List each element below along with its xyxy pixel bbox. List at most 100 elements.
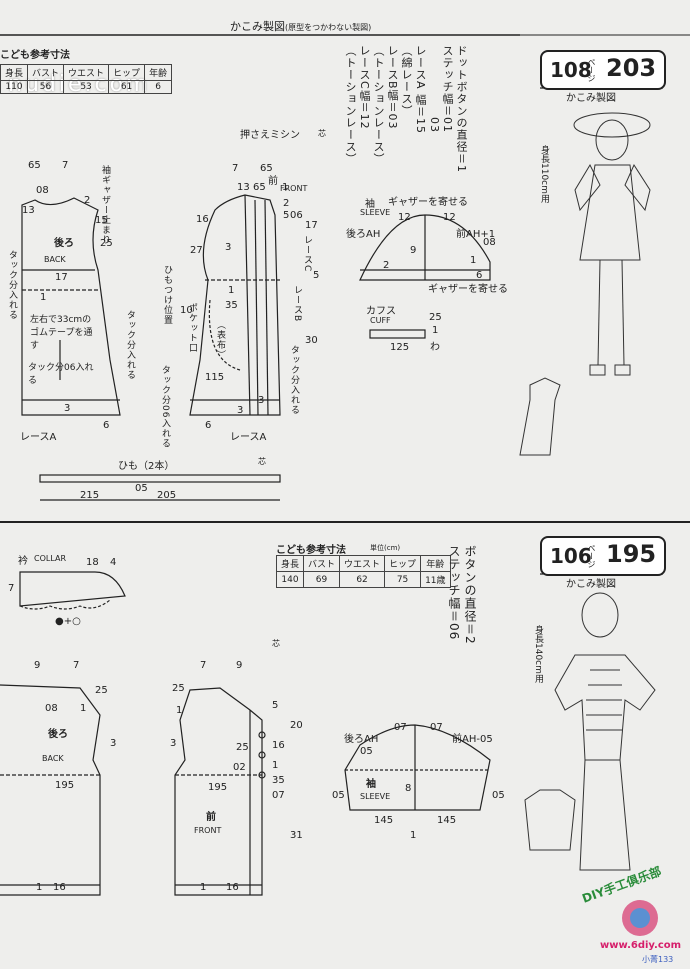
bottom-fold: 芯	[272, 639, 280, 648]
size-cell: 69	[303, 571, 341, 588]
bottom-front-ah: 前AH-05	[452, 734, 493, 745]
top-sleeve	[359, 214, 491, 281]
bottom-sleeve	[344, 724, 491, 811]
dim: 1	[36, 882, 43, 893]
dim: 13	[22, 205, 35, 216]
top-cuff	[369, 329, 426, 339]
size-header: ヒップ	[108, 64, 146, 81]
top-lace-a2: レースA	[230, 432, 267, 443]
dim: 215	[80, 490, 100, 501]
top-fold2: 芯	[258, 457, 266, 466]
dim: 07	[272, 790, 285, 801]
dim: 05	[332, 790, 345, 801]
dim: 2	[383, 260, 390, 271]
top-note-1: ステッチ幅＝01	[441, 45, 454, 133]
top-string-pos: ひもつけ位置	[162, 265, 172, 325]
top-cuff-label: カフス	[366, 306, 396, 317]
diy-logo-graphic	[622, 900, 658, 936]
top-tuck-in4: タック分06入れる	[160, 365, 170, 449]
top-tuck-in: タック分06入れる	[28, 363, 94, 386]
dim: 5	[272, 700, 279, 711]
top-tuck-in3: タック分入れる	[125, 310, 135, 380]
dim: 13	[237, 182, 250, 193]
size-header: 身長	[0, 64, 29, 81]
top-note-5: レースB幅＝03	[386, 45, 399, 130]
top-gather-label: ギャザーを寄せる	[388, 197, 468, 208]
dim: 08	[45, 703, 58, 714]
top-note-7: レースC幅＝12	[358, 45, 371, 130]
badge-page: 108	[550, 58, 592, 82]
top-back-bodice	[21, 197, 121, 416]
size-cell: 75	[384, 571, 422, 588]
size-header: バスト	[303, 555, 341, 572]
top-pocket: ポケット口	[187, 303, 197, 353]
top-fold: 芯	[318, 129, 326, 138]
dim: 20	[290, 720, 303, 731]
top-lace-b: レースB	[292, 285, 302, 323]
dim: 6	[205, 420, 212, 431]
bottom-collar-label: 衿	[18, 556, 28, 567]
bottom-collar	[19, 571, 126, 610]
boy-figure	[524, 592, 656, 871]
top-back-label: 後ろ	[54, 238, 74, 249]
top-lace-a: レースA	[20, 432, 57, 443]
dim: 1	[410, 830, 417, 841]
top-back-ah: 後ろAH	[346, 229, 381, 240]
dim: 3	[170, 738, 177, 749]
top-front-label: 前	[268, 176, 278, 187]
dim: 6	[103, 420, 110, 431]
top-note-2: 03	[428, 45, 441, 133]
top-cuff-en: CUFF	[370, 316, 391, 325]
size-header: ヒップ	[384, 555, 422, 572]
dim: 1	[176, 705, 183, 716]
dim: ●+○	[55, 616, 81, 627]
dim: 1	[228, 285, 235, 296]
header-subtitle: (原型をつかわない製図)	[285, 23, 372, 32]
dim: 25	[429, 312, 442, 323]
top-sleeve-label: 袖	[365, 199, 375, 210]
dim: 10	[180, 305, 193, 316]
size-header: ウエスト	[339, 555, 386, 572]
dim: 9	[236, 660, 243, 671]
dim: 195	[55, 780, 75, 791]
dim: 18	[86, 557, 99, 568]
bottom-front-en: FRONT	[194, 826, 222, 835]
bottom-sleeve-en: SLEEVE	[360, 792, 391, 801]
dim: 6	[476, 270, 483, 281]
size-cell: 11歳	[420, 571, 451, 588]
dim: 07	[394, 722, 407, 733]
bottom-back-ah: 後ろAH	[344, 734, 379, 745]
dim: 35	[272, 775, 285, 786]
dim: 35	[225, 300, 238, 311]
dim: 7	[73, 660, 80, 671]
bottom-size-table: 身長 バスト ウエスト ヒップ 年齢 140 69 62 75 11歳	[275, 555, 451, 588]
size-cell: 140	[275, 571, 305, 588]
badge-unit: ページ	[587, 58, 596, 82]
size-header: 身長	[275, 555, 305, 572]
dim: 06	[290, 210, 303, 221]
bottom-back-label: 後ろ	[48, 729, 68, 740]
bottom-front-label: 前	[206, 812, 216, 823]
top-note-8: （トーションレース）	[344, 45, 357, 165]
girl-figure	[519, 112, 651, 456]
dim: 65	[260, 163, 273, 174]
top-string-label: ひも（2本）	[118, 461, 175, 472]
size-cell: 6	[144, 80, 173, 94]
dim: 3	[110, 738, 117, 749]
dim: 25	[172, 683, 185, 694]
top-cloth: （表布）	[215, 320, 225, 360]
dim: 27	[190, 245, 203, 256]
dim: 7	[8, 583, 15, 594]
top-note-4: （綿レース）	[400, 45, 413, 117]
top-height: 身長110cm用	[539, 145, 549, 203]
dim: 16	[226, 882, 239, 893]
top-tuck-in2: タック分入れる	[7, 250, 17, 320]
top-elastic: 左右で33cmのゴムテープを通す	[30, 315, 93, 351]
size-header: 年齢	[420, 555, 451, 572]
size-cell: 56	[27, 80, 65, 94]
dim: 25	[95, 685, 108, 696]
top-back-en: BACK	[44, 255, 66, 264]
dim: 12	[443, 212, 456, 223]
dim: 1	[282, 182, 289, 193]
